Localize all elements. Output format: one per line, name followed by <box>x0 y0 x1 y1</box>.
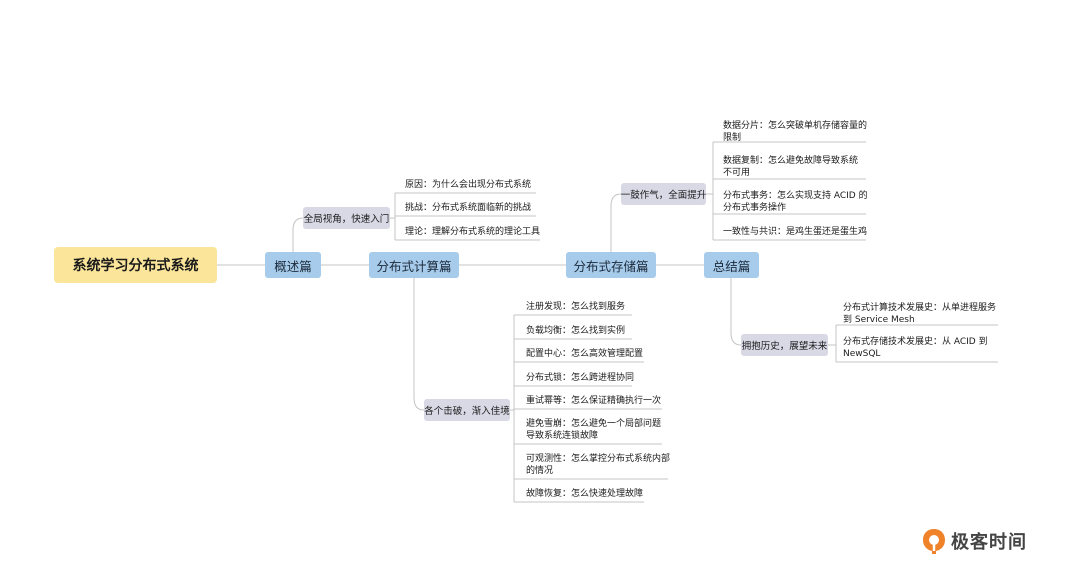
compute-item-avalanche[interactable]: 避免雪崩：怎么避免一个局部问题 导致系统连锁故障 <box>526 418 661 442</box>
geektime-logo: 极客时间 <box>921 527 1027 555</box>
subtopic-summary[interactable]: 拥抱历史，展望未来 <box>741 334 828 356</box>
overview-item-reason[interactable]: 原因：为什么会出现分布式系统 <box>405 180 532 190</box>
root-topic[interactable]: 系统学习分布式系统 <box>54 247 217 283</box>
overview-item-theory[interactable]: 理论：理解分布式系统的理论工具 <box>405 227 541 237</box>
storage-item-transaction-line2: 分布式事务操作 <box>723 203 787 213</box>
storage-item-sharding[interactable]: 数据分片：怎么突破单机存储容量的 限制 <box>723 120 867 144</box>
branch-summary[interactable]: 总结篇 <box>704 252 759 278</box>
storage-item-transaction-line1: 分布式事务：怎么实现支持 ACID 的 <box>723 191 868 201</box>
compute-item-discovery[interactable]: 注册发现：怎么找到服务 <box>526 302 626 312</box>
branch-storage[interactable]: 分布式存储篇 <box>566 252 656 278</box>
summary-item-storage-history-line1: 分布式存储技术发展史：从 ACID 到 <box>843 337 988 347</box>
storage-item-replication[interactable]: 数据复制：怎么避免故障导致系统 不可用 <box>723 155 858 179</box>
subtopic-compute[interactable]: 各个击破，渐入佳境 <box>424 399 510 421</box>
compute-item-retry[interactable]: 重试幂等：怎么保证精确执行一次 <box>526 396 662 406</box>
storage-item-sharding-line1: 数据分片：怎么突破单机存储容量的 <box>723 121 868 131</box>
subtopic-overview[interactable]: 全局视角，快速入门 <box>303 207 390 229</box>
branch-compute[interactable]: 分布式计算篇 <box>369 252 459 278</box>
geektime-logo-icon <box>923 529 945 554</box>
storage-item-replication-line1: 数据复制：怎么避免故障导致系统 <box>723 156 859 166</box>
compute-item-observability-line2: 的情况 <box>526 466 554 476</box>
summary-item-compute-history-line2: 到 Service Mesh <box>843 315 915 325</box>
branch-overview[interactable]: 概述篇 <box>265 252 321 278</box>
compute-item-observability[interactable]: 可观测性：怎么掌控分布式系统内部 的情况 <box>526 453 670 477</box>
summary-item-storage-history-line2: NewSQL <box>843 349 881 359</box>
compute-item-avalanche-line1: 避免雪崩：怎么避免一个局部问题 <box>526 419 662 429</box>
subtopic-storage[interactable]: 一鼓作气，全面提升 <box>621 183 706 205</box>
compute-item-observability-line1: 可观测性：怎么掌控分布式系统内部 <box>526 454 671 464</box>
compute-item-recovery[interactable]: 故障恢复：怎么快速处理故障 <box>526 489 644 499</box>
compute-item-config[interactable]: 配置中心：怎么高效管理配置 <box>526 349 644 359</box>
storage-item-sharding-line2: 限制 <box>723 133 742 143</box>
storage-item-transaction[interactable]: 分布式事务：怎么实现支持 ACID 的 分布式事务操作 <box>723 190 868 214</box>
storage-item-replication-line2: 不可用 <box>723 168 751 178</box>
overview-item-challenge[interactable]: 挑战：分布式系统面临新的挑战 <box>405 203 532 213</box>
compute-item-load-balance[interactable]: 负载均衡：怎么找到实例 <box>526 326 626 336</box>
summary-item-compute-history[interactable]: 分布式计算技术发展史：从单进程服务 到 Service Mesh <box>843 302 996 326</box>
geektime-logo-text: 极客时间 <box>951 532 1027 553</box>
summary-item-compute-history-line1: 分布式计算技术发展史：从单进程服务 <box>843 303 997 313</box>
summary-item-storage-history[interactable]: 分布式存储技术发展史：从 ACID 到 NewSQL <box>843 336 988 360</box>
compute-item-avalanche-line2: 导致系统连锁故障 <box>526 431 599 441</box>
compute-item-lock[interactable]: 分布式锁：怎么跨进程协同 <box>526 373 635 383</box>
storage-item-consensus[interactable]: 一致性与共识：是鸡生蛋还是蛋生鸡 <box>723 227 868 237</box>
